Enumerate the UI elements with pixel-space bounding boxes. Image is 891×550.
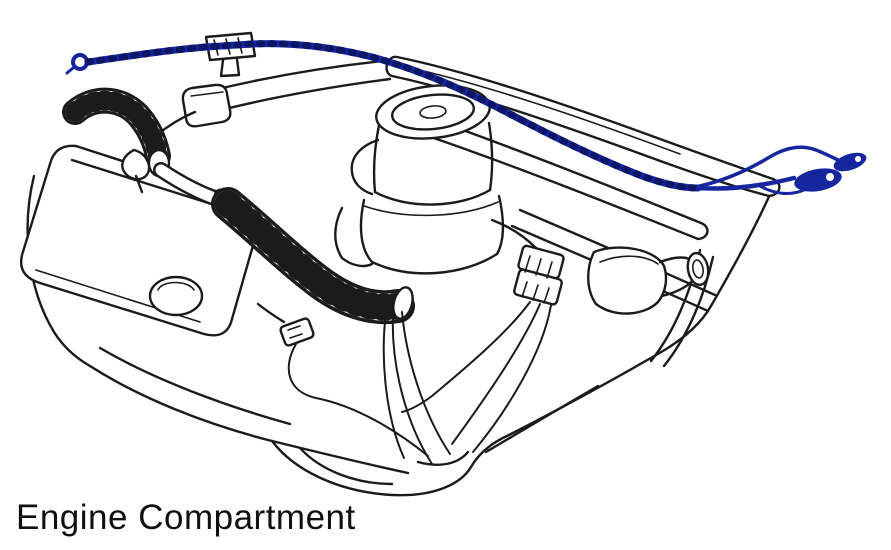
harness-wires [287,301,552,465]
caption-engine-compartment: Engine Compartment [16,498,356,537]
cowl-panels [385,55,781,241]
cable-clip [204,31,257,78]
right-hose-elbow [587,246,710,315]
highlighted-cable [65,40,842,195]
harness-connectors [256,218,565,347]
corrugated-hose [211,187,415,325]
corrugated-elbow-hose [62,87,228,208]
valve-cover [19,144,261,337]
engine-bay-line-art [19,31,781,497]
air-intake [334,84,505,275]
cable-segment-bands [84,40,702,192]
cable-ring-terminals [794,152,867,192]
